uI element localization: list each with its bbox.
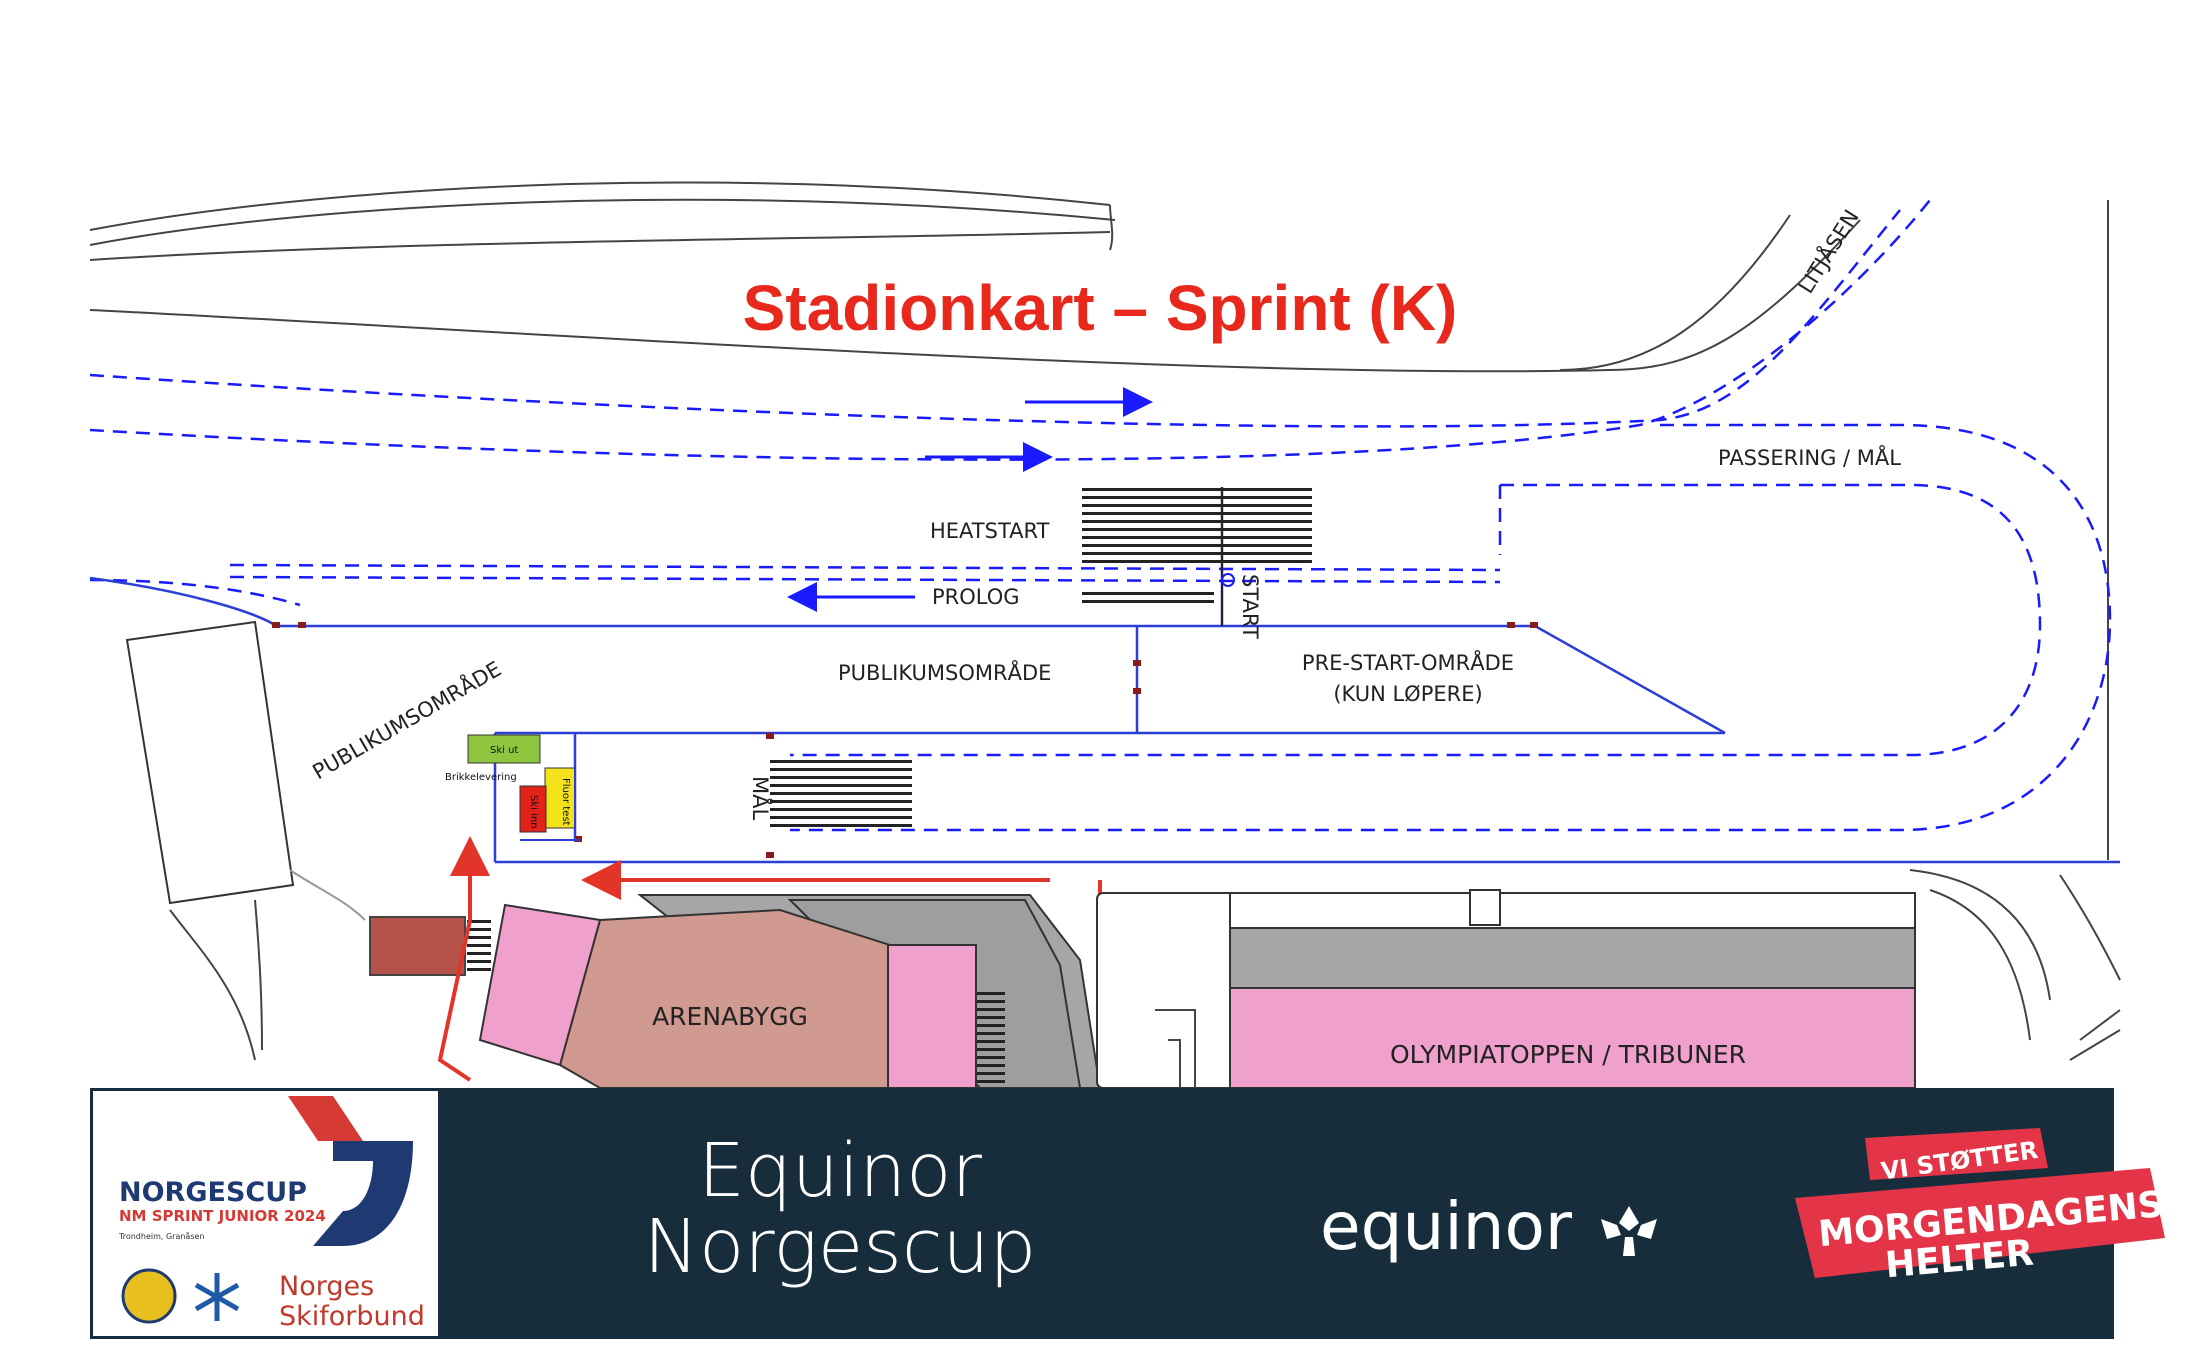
hut [369,916,466,976]
footer-banner: NORGESCUP NM SPRINT JUNIOR 2024 Trondhei… [90,1088,2165,1339]
ski-course [89,199,2112,832]
federation-name-1: Norges [279,1271,375,1302]
arenabygg-pink-left [478,903,602,1067]
arenabygg-pink-right [887,944,977,1089]
sponsor-name: equinor [1320,1188,1573,1265]
label-heatstart: HEATSTART [930,519,1050,543]
event-place: Trondheim, Granåsen [119,1232,205,1241]
federation-name-2: Skiforbund [279,1301,425,1332]
cup-title-line2: Norgescup [643,1204,1037,1290]
label-prestart-2: (KUN LØPERE) [1333,682,1482,706]
arenabygg-building [558,908,891,1089]
sponsor-wordmark: equinor [1320,1188,1659,1265]
road-outlines [89,181,2109,860]
label-fluor-test: Fluor test [560,778,571,826]
label-start: START [1238,574,1262,639]
corner-roads [1909,869,2121,1061]
label-publikum-mid: PUBLIKUMSOMRÅDE [838,659,1051,685]
event-logo: NORGESCUP NM SPRINT JUNIOR 2024 Trondhei… [93,1091,438,1336]
label-passering: PASSERING / MÅL [1718,444,1901,470]
label-arenabygg: ARENABYGG [652,1002,808,1031]
ski-service: Ski ut Brikkelevering Fluor test Ski inn [445,733,580,841]
label-litjasen: LITJÅSEN [1792,204,1864,297]
label-ski-ut: Ski ut [490,745,518,756]
label-ski-inn: Ski inn [528,795,539,829]
fences [89,487,2120,864]
map-title: Stadionkart – Sprint (K) [743,272,1458,344]
cup-title: Equinor Norgescup [615,1133,1065,1285]
equinor-star-icon [1601,1205,1657,1256]
heatstart-lanes [1082,488,1312,568]
start-marker [1221,573,1235,587]
cup-title-line1: Equinor [698,1128,982,1214]
prolog-lane [1082,590,1214,606]
label-tribuner: OLYMPIATOPPEN / TRIBUNER [1390,1040,1746,1069]
event-name: NORGESCUP [119,1177,307,1208]
label-maal: MÅL [748,776,774,820]
slogan-badge: VI STØTTER MORGENDAGENS HELTER [1795,1128,2165,1286]
tribune-building: OLYMPIATOPPEN / TRIBUNER [1096,889,1916,1089]
finish-lanes [770,760,912,832]
label-brikkelevering: Brikkelevering [445,772,517,783]
event-subtitle: NM SPRINT JUNIOR 2024 [119,1207,326,1225]
norgescup-emblem [121,1096,413,1324]
left-building [125,620,295,905]
label-prestart-1: PRE-START-OMRÅDE [1302,649,1514,675]
label-publikum-left: PUBLIKUMSOMRÅDE [308,655,506,784]
direction-arrows [787,387,1153,612]
label-prolog: PROLOG [932,585,1020,609]
